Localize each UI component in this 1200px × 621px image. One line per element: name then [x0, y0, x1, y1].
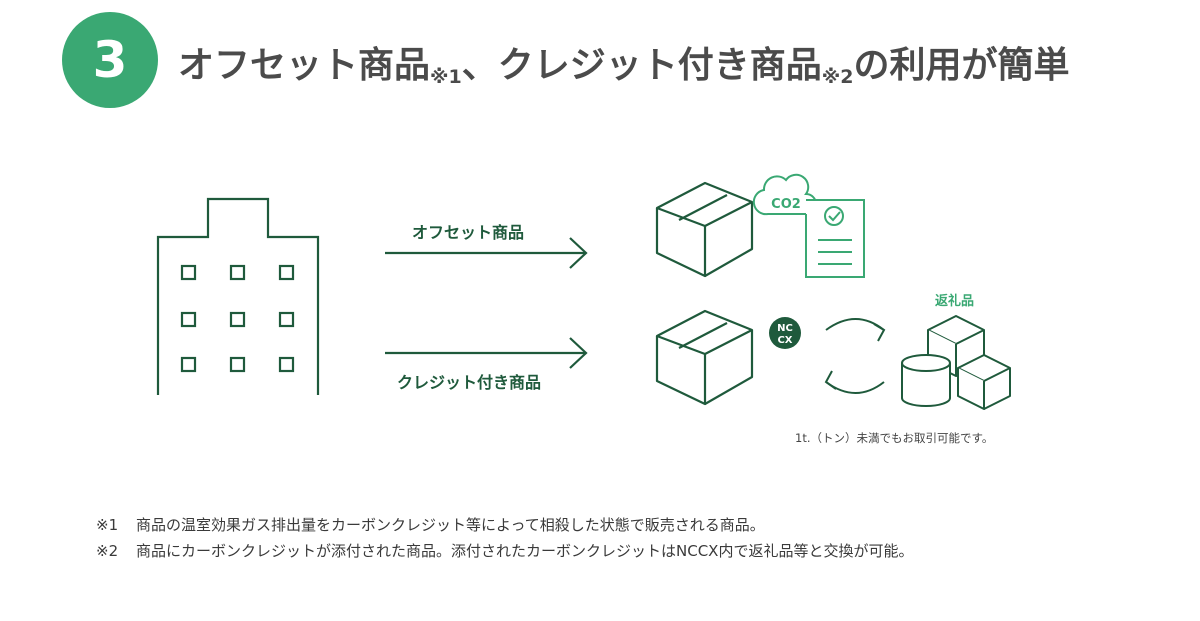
nccx-line-1: NC — [777, 323, 793, 334]
title-part-3: の利用が簡単 — [853, 45, 1070, 86]
certificate-document-icon — [805, 199, 865, 278]
footnote-text: 商品の温室効果ガス排出量をカーボンクレジット等によって相殺した状態で販売される商… — [136, 516, 765, 534]
exchange-arrows-icon — [824, 318, 886, 394]
footnote-2: ※2 商品にカーボンクレジットが添付された商品。添付されたカーボンクレジットはN… — [96, 538, 913, 564]
arrow-label-credit-product: クレジット付き商品 — [397, 373, 542, 392]
arrow-label-offset-product: オフセット商品 — [412, 223, 525, 242]
nccx-line-2: CX — [777, 335, 792, 346]
footnote-mark: ※2 — [96, 542, 119, 560]
title-footnote-mark-2: ※2 — [821, 66, 854, 88]
step-number-badge: 3 — [62, 12, 158, 108]
footnote-mark: ※1 — [96, 516, 119, 534]
page-title: オフセット商品※1、クレジット付き商品※2の利用が簡単 — [178, 36, 1069, 88]
title-part-1: オフセット商品 — [178, 45, 431, 86]
building-icon — [156, 197, 320, 395]
ton-note: 1t.（トン）未満でもお取引可能です。 — [795, 431, 994, 445]
co2-text: CO2 — [771, 197, 801, 212]
box-icon — [655, 309, 754, 406]
footnote-text: 商品にカーボンクレジットが添付された商品。添付されたカーボンクレジットはNCCX… — [136, 542, 914, 560]
arrow-right-icon — [385, 337, 588, 369]
footnote-1: ※1 商品の温室効果ガス排出量をカーボンクレジット等によって相殺した状態で販売さ… — [96, 512, 913, 538]
arrow-right-icon — [385, 237, 588, 269]
title-footnote-mark-1: ※1 — [430, 66, 462, 88]
footnotes: ※1 商品の温室効果ガス排出量をカーボンクレジット等によって相殺した状態で販売さ… — [96, 512, 913, 564]
gift-label: 返礼品 — [935, 294, 975, 309]
gift-items-icon — [901, 315, 1011, 410]
title-part-2: 、クレジット付き商品 — [461, 45, 822, 86]
nccx-logo-icon: NC CX — [769, 317, 801, 349]
box-icon — [655, 181, 754, 278]
